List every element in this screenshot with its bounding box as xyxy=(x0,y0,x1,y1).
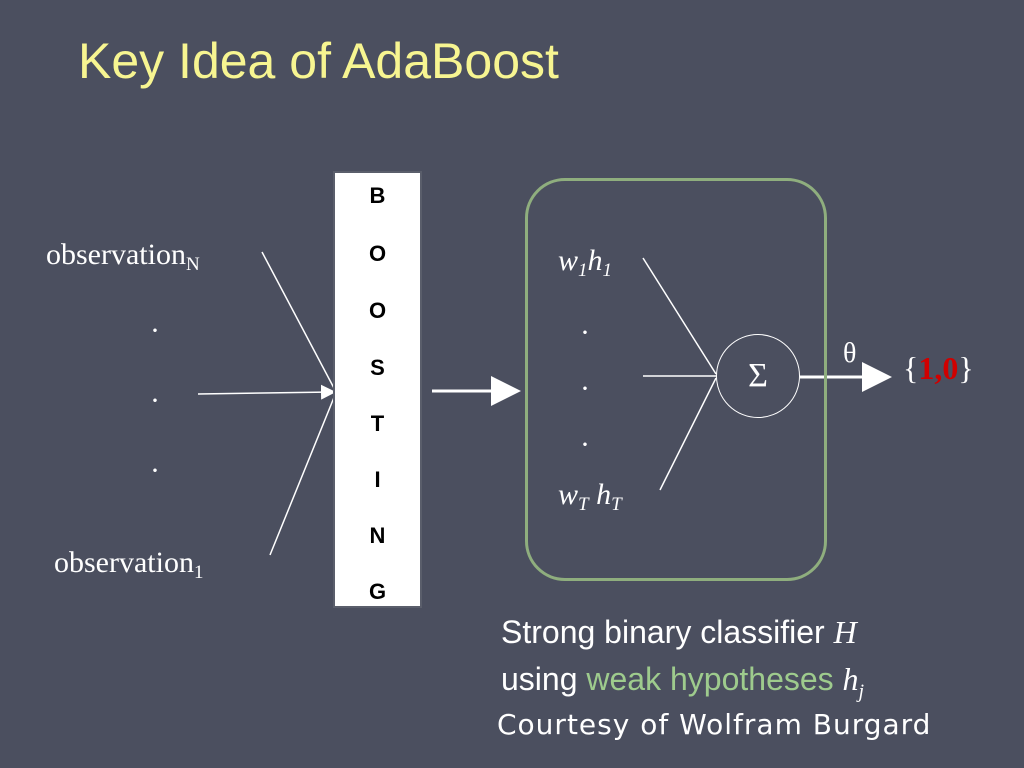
caption-highlight: weak hypotheses xyxy=(586,661,834,697)
hypotheses-box xyxy=(525,178,827,581)
caption-text: using xyxy=(501,661,587,697)
hyp-dot-2: · xyxy=(580,372,590,405)
boosting-letter: O xyxy=(368,241,387,266)
boosting-letter: G xyxy=(368,579,387,604)
boosting-letter: S xyxy=(370,355,385,380)
weight-var: w xyxy=(558,478,579,511)
hypothesis-subscript: 1 xyxy=(602,260,613,281)
input-dot-2: · xyxy=(150,384,160,417)
boosting-letter: T xyxy=(370,411,385,436)
caption-var-H: H xyxy=(833,614,857,650)
hyp-line-bottom xyxy=(659,377,717,491)
observation-text: observation xyxy=(54,546,194,579)
hypothesis-subscript: T xyxy=(611,494,622,515)
boosting-letter: O xyxy=(368,298,387,323)
input-line-bottom xyxy=(269,394,336,556)
input-line-top xyxy=(261,251,336,391)
observation-subscript: 1 xyxy=(193,562,204,583)
slide-title: Key Idea of AdaBoost xyxy=(78,33,559,89)
threshold-symbol: θ xyxy=(843,338,857,369)
caption-var-h: h xyxy=(842,661,859,697)
output-value: 1,0 xyxy=(918,350,959,386)
boosting-letter: B xyxy=(369,183,386,208)
hypothesis-wThT: wT hT xyxy=(558,478,622,516)
brace-open: { xyxy=(903,350,919,386)
boosting-letter: N xyxy=(369,523,386,548)
hyp-dot-1: · xyxy=(580,316,590,349)
caption-text: Strong binary classifier xyxy=(501,614,834,650)
caption-var-subscript: j xyxy=(858,680,865,703)
input-line-middle xyxy=(197,384,336,400)
hypothesis-w1h1: w1h1 xyxy=(558,244,612,282)
sum-node: Σ xyxy=(716,334,800,418)
courtesy-note: Courtesy of Wolfram Burgard xyxy=(497,708,932,741)
brace-close: } xyxy=(958,350,974,386)
weight-var: w xyxy=(558,244,579,277)
observation-n-label: observationN xyxy=(46,238,200,276)
hypothesis-var: h xyxy=(587,244,603,277)
weight-subscript: T xyxy=(578,494,589,515)
caption-line-1: Strong binary classifier H xyxy=(501,614,857,651)
boosting-box: B O O S T I N G xyxy=(333,171,422,608)
output-set: {1,0} xyxy=(903,350,974,387)
input-dot-1: · xyxy=(150,314,160,347)
observation-1-label: observation1 xyxy=(54,546,203,584)
boosting-letter: I xyxy=(374,467,381,492)
weight-subscript: 1 xyxy=(578,260,588,281)
observation-text: observation xyxy=(46,238,186,271)
hypothesis-var: h xyxy=(596,478,612,511)
input-dot-3: · xyxy=(150,454,160,487)
observation-subscript: N xyxy=(185,254,200,275)
caption-line-2: using weak hypotheses hj xyxy=(501,661,864,703)
hyp-line-top xyxy=(642,257,717,375)
hyp-dot-3: · xyxy=(580,428,590,461)
